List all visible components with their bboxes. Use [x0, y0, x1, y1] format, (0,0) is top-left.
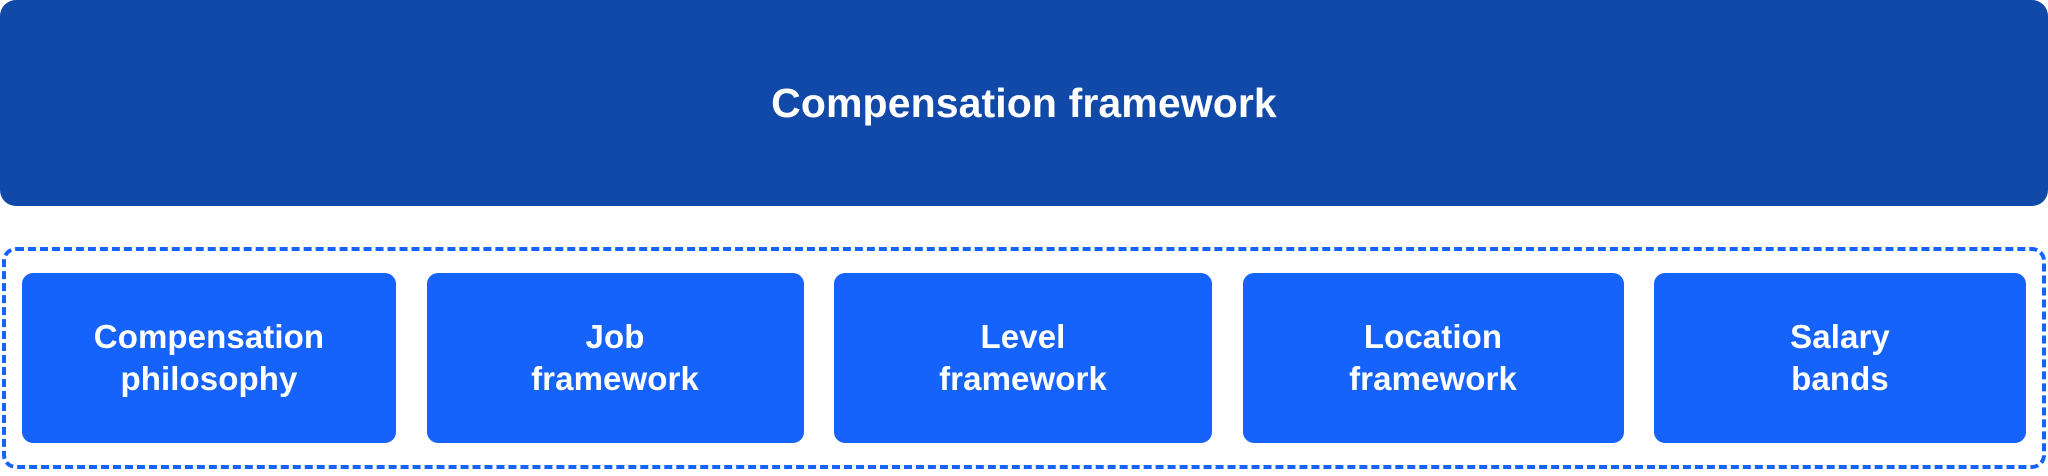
card-level-framework[interactable]: Level framework: [834, 273, 1212, 443]
header-banner: Compensation framework: [0, 0, 2048, 206]
card-label-level-framework: Level framework: [939, 318, 1107, 397]
card-label-location-framework: Location framework: [1349, 318, 1517, 397]
card-compensation-philosophy[interactable]: Compensation philosophy: [22, 273, 396, 443]
card-salary-bands[interactable]: Salary bands: [1654, 273, 2026, 443]
framework-components-group: Compensation philosophy Job framework Le…: [2, 247, 2046, 469]
card-label-salary-bands: Salary bands: [1790, 318, 1890, 397]
page-title: Compensation framework: [771, 79, 1277, 126]
card-location-framework[interactable]: Location framework: [1242, 273, 1624, 443]
card-label-compensation-philosophy: Compensation philosophy: [93, 318, 325, 397]
card-job-framework[interactable]: Job framework: [426, 273, 804, 443]
card-label-job-framework: Job framework: [531, 318, 699, 397]
